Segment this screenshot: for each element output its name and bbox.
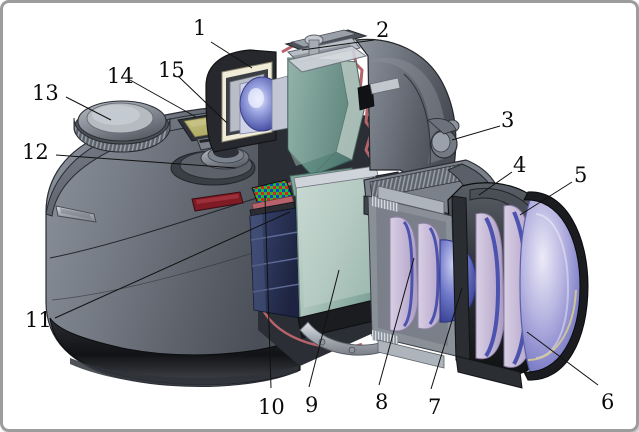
lens-underside bbox=[455, 355, 523, 389]
leader-13 bbox=[65, 96, 112, 121]
leader-8 bbox=[378, 257, 415, 386]
leader-12 bbox=[55, 154, 237, 169]
leader-11 bbox=[54, 211, 291, 319]
eyepiece-lens-element bbox=[239, 75, 289, 135]
right-body-housing bbox=[354, 38, 460, 179]
callout-label-4: 4 bbox=[513, 153, 527, 177]
callout-label-7: 7 bbox=[428, 395, 442, 419]
callout-label-3: 3 bbox=[501, 108, 515, 132]
leader-1 bbox=[210, 41, 253, 69]
housing-seam bbox=[403, 73, 431, 165]
callout-label-9: 9 bbox=[305, 393, 319, 417]
callout-label-10: 10 bbox=[258, 395, 285, 419]
callout-label-14: 14 bbox=[107, 64, 134, 88]
callout-label-2: 2 bbox=[376, 18, 390, 42]
leader-4 bbox=[478, 171, 513, 196]
cutaway-interior bbox=[205, 29, 403, 366]
lens-assembly bbox=[367, 182, 589, 389]
prism-housing-highlight bbox=[372, 57, 447, 164]
prism-slot-insert bbox=[369, 77, 401, 95]
housing-shoulder bbox=[427, 118, 457, 135]
callout-label-5: 5 bbox=[574, 163, 588, 187]
pentaprism bbox=[287, 57, 365, 177]
callout-leaders bbox=[54, 39, 599, 390]
front-lens-group bbox=[475, 204, 535, 368]
leader-14 bbox=[129, 79, 197, 118]
aperture-diaphragm bbox=[372, 185, 445, 369]
prism-side-slot bbox=[357, 83, 375, 111]
callout-label-8: 8 bbox=[375, 390, 389, 414]
ir-remote-window bbox=[191, 191, 244, 212]
callout-label-1: 1 bbox=[193, 16, 207, 40]
callout-label-6: 6 bbox=[601, 390, 615, 414]
lens-front-bezel bbox=[523, 191, 589, 381]
leader-3 bbox=[451, 125, 501, 141]
strap-lug bbox=[55, 205, 97, 223]
leader-9 bbox=[308, 269, 340, 388]
leader-7 bbox=[430, 287, 463, 390]
leader-2 bbox=[301, 39, 375, 51]
leader-5 bbox=[519, 181, 573, 216]
battery-stack bbox=[249, 207, 301, 319]
reflex-mirror bbox=[295, 171, 381, 319]
leader-10 bbox=[264, 195, 272, 389]
callout-label-15: 15 bbox=[158, 58, 185, 82]
prism-cover-plate bbox=[286, 45, 368, 73]
leader-6 bbox=[526, 331, 599, 386]
mode-dial bbox=[73, 100, 171, 153]
callout-label-13: 13 bbox=[32, 81, 59, 105]
leader-15 bbox=[177, 75, 228, 124]
camera-base-shadow bbox=[70, 358, 298, 386]
callout-label-12: 12 bbox=[22, 140, 49, 164]
callout-label-11: 11 bbox=[25, 308, 52, 332]
